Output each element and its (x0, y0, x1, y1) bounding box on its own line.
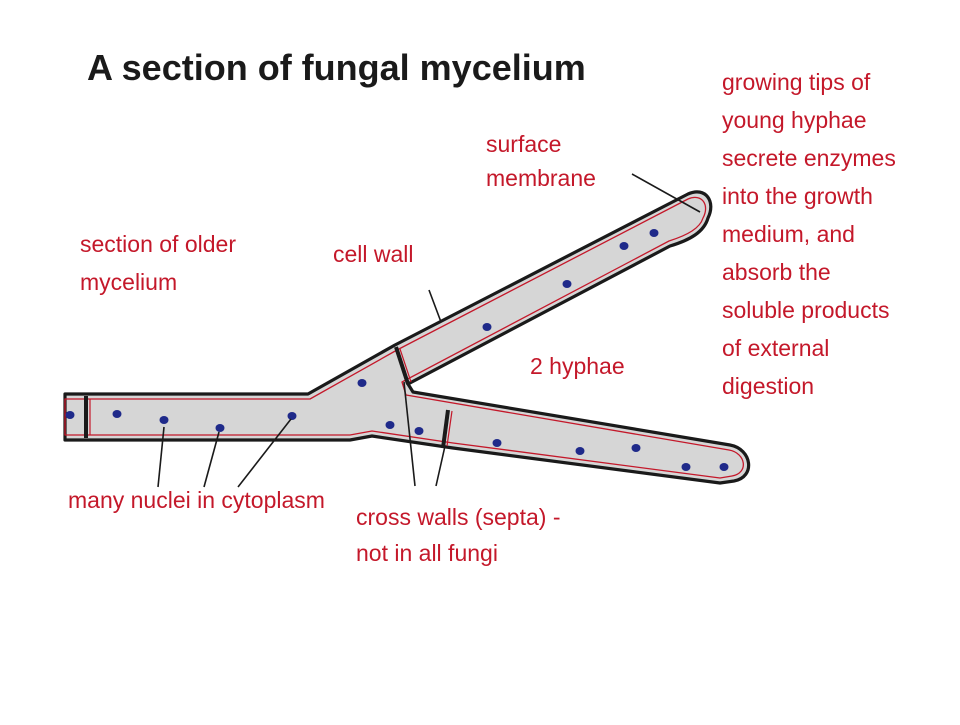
nucleus (112, 410, 122, 418)
nucleus (385, 421, 395, 429)
nucleus (159, 416, 169, 424)
pointer-surface-membrane (631, 173, 701, 213)
nucleus (575, 447, 585, 455)
pointer-nucleus-2 (203, 431, 220, 488)
nucleus (649, 229, 659, 237)
pointer-septum-upper (403, 381, 416, 487)
label-growing-tips: growing tips of young hyphae secrete enz… (722, 69, 902, 399)
pointer-septum-lower (435, 445, 446, 487)
nucleus (681, 463, 691, 471)
label-cross-walls: cross walls (septa) - not in all fungi (356, 504, 567, 566)
septum-lower-membrane (446, 410, 453, 447)
label-nuclei: many nuclei in cytoplasm (68, 487, 325, 513)
label-surface-membrane: surface membrane (486, 131, 596, 191)
nucleus (357, 379, 367, 387)
pointer-lines (157, 173, 701, 488)
pointer-nucleus-1 (157, 426, 165, 488)
label-two-hyphae: 2 hyphae (530, 353, 625, 379)
surface-membrane (64, 196, 744, 479)
septa (84, 346, 453, 449)
label-older-mycelium: section of older mycelium (80, 231, 242, 295)
pointer-cell-wall (428, 289, 442, 323)
septum-lower-branch (441, 409, 450, 449)
hypha-body (63, 190, 751, 485)
nucleus (287, 412, 297, 420)
nuclei (65, 229, 729, 471)
nucleus (482, 323, 492, 331)
diagram-title: A section of fungal mycelium (87, 47, 586, 88)
nucleus (631, 444, 641, 452)
nucleus (719, 463, 729, 471)
nucleus (619, 242, 629, 250)
nucleus (562, 280, 572, 288)
septum-upper-membrane (399, 348, 412, 383)
pointer-nucleus-3 (237, 418, 292, 488)
label-cell-wall: cell wall (333, 241, 414, 267)
septum-upper-branch (394, 346, 410, 385)
nucleus (65, 411, 75, 419)
nucleus (215, 424, 225, 432)
nucleus (492, 439, 502, 447)
nucleus (414, 427, 424, 435)
